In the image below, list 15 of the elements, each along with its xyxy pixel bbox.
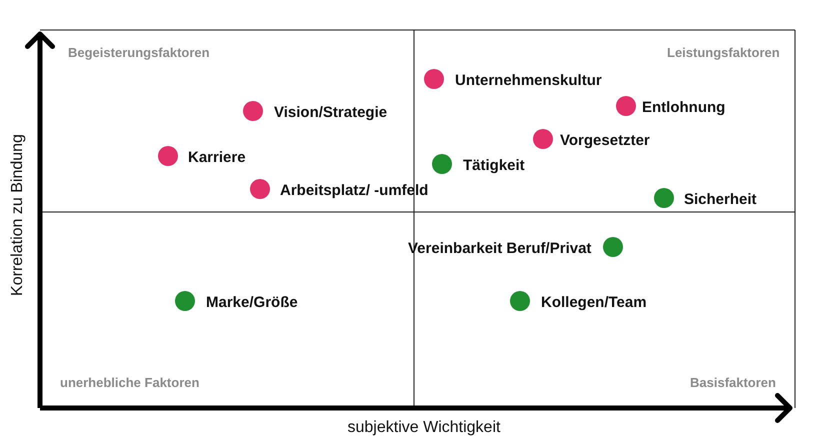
point-label: Unternehmenskultur: [455, 72, 602, 88]
point-label: Vorgesetzter: [560, 132, 650, 148]
axis-title: Korrelation zu Bindung: [10, 134, 26, 296]
point-label: Karriere: [188, 150, 246, 164]
quadrant-label: Basisfaktoren: [690, 376, 776, 388]
point-label: Tätigkeit: [463, 158, 525, 172]
quadrant-label: Leistungsfaktoren: [667, 46, 780, 58]
point-label: Entlohnung: [642, 100, 726, 114]
quadrant-label: unerhebliche Faktoren: [60, 376, 200, 388]
axis-title: subjektive Wichtigkeit: [348, 420, 500, 436]
point-label: Vision/Strategie: [274, 104, 388, 120]
point-label: Kollegen/Team: [541, 294, 647, 310]
point-label: Sicherheit: [684, 192, 757, 206]
point-label: Marke/Größe: [206, 294, 298, 310]
quadrant-label: Begeisterungsfaktoren: [68, 46, 210, 58]
